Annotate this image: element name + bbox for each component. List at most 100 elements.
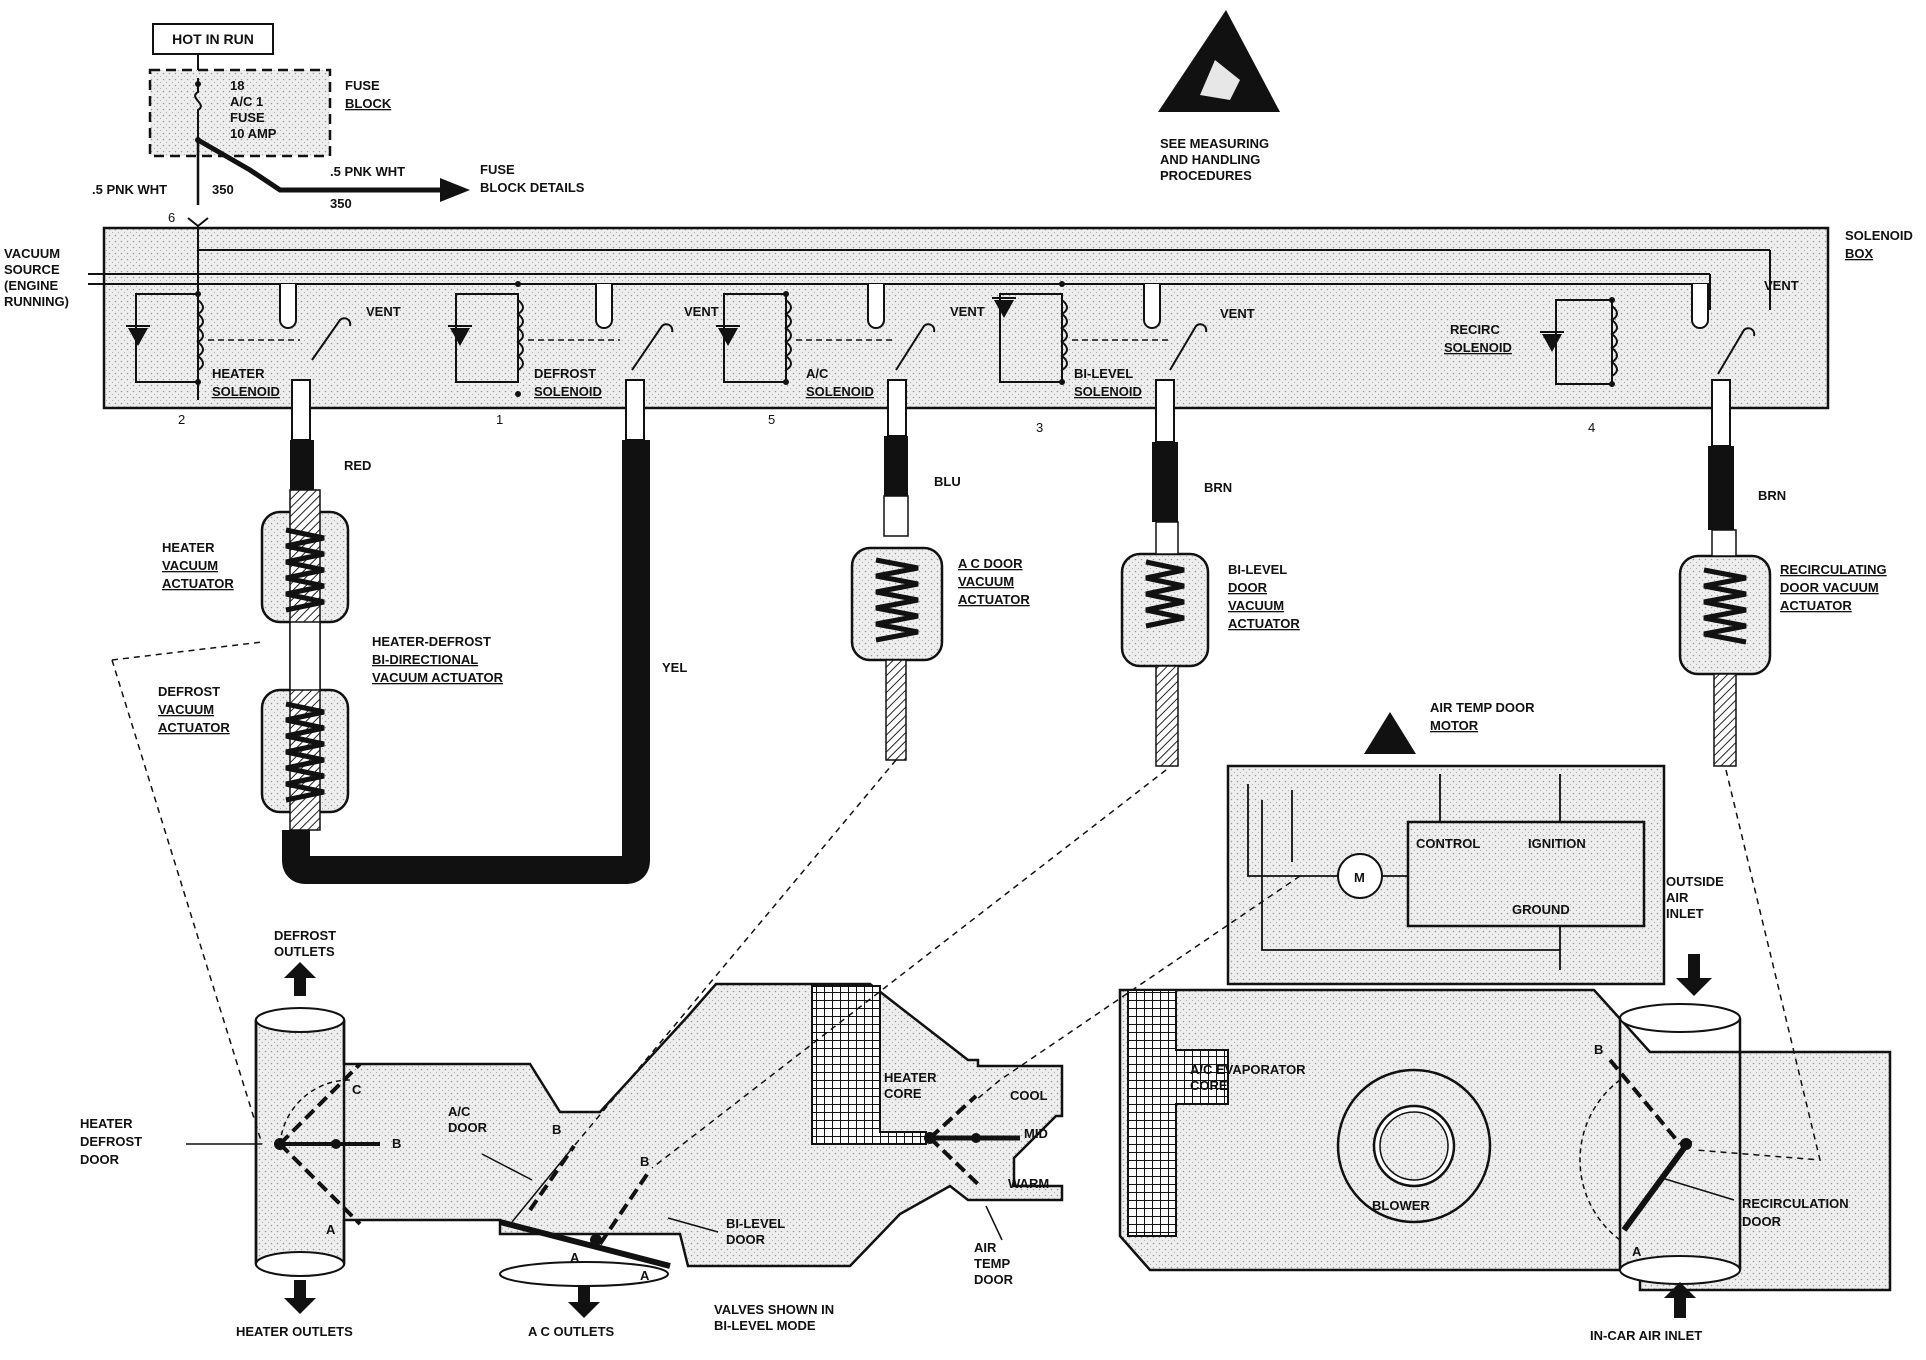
blower-label: BLOWER: [1372, 1198, 1430, 1213]
air-temp-door: COOL MID WARM: [924, 1088, 1049, 1191]
bilevel-solenoid-label-2: SOLENOID: [1074, 384, 1142, 399]
esd-warning-icon: [1158, 10, 1280, 112]
valves-label-1: VALVES SHOWN IN: [714, 1302, 834, 1317]
control-label: CONTROL: [1416, 836, 1480, 851]
pin-2: 2: [178, 412, 185, 427]
coil-icon: [196, 299, 204, 371]
defrost-solenoid: VENT DEFROST SOLENOID 1: [448, 281, 719, 427]
door-a-label-2: A: [570, 1250, 580, 1265]
hot-in-run-box: [152, 23, 274, 55]
recirc-door-label-1: RECIRCULATION: [1742, 1196, 1849, 1211]
arrow-down-icon: [1676, 954, 1712, 996]
yel-hose-label: YEL: [662, 660, 687, 675]
evaporator-label-2: CORE: [1190, 1078, 1228, 1093]
arrow-up-icon: [284, 962, 316, 996]
coil-icon: [784, 299, 792, 371]
vent-label-5: VENT: [1764, 278, 1799, 293]
heater-actuator-label-3: ACTUATOR: [162, 576, 234, 591]
recirc-actuator-label-2: DOOR VACUUM: [1780, 580, 1879, 595]
esd-line-1: SEE MEASURING: [1160, 136, 1269, 151]
valves-label-2: BI-LEVEL MODE: [714, 1318, 816, 1333]
wire-right-label: .5 PNK WHT: [330, 164, 405, 179]
incar-air-label: IN-CAR AIR INLET: [1590, 1328, 1702, 1343]
vacuum-source-2: SOURCE: [4, 262, 60, 277]
vacuum-source-1: VACUUM: [4, 246, 60, 261]
recirc-solenoid: VENT RECIRC SOLENOID 4: [1444, 278, 1799, 435]
blu-hose: [884, 436, 908, 496]
motor-title-2: MOTOR: [1430, 718, 1479, 733]
door-a-label-4: A: [1632, 1244, 1642, 1259]
esd-line-2: AND HANDLING: [1160, 152, 1260, 167]
door-b-label-4: B: [1594, 1042, 1603, 1057]
defrost-outlets-label-1: DEFROST: [274, 928, 336, 943]
solenoid-box: SOLENOID BOX VACUUM SOURCE (ENGINE RUNNI…: [4, 226, 1913, 435]
recirc-door-actuator: RECIRCULATING DOOR VACUUM ACTUATOR: [1678, 529, 1887, 767]
motor-title-1: AIR TEMP DOOR: [1430, 700, 1535, 715]
esd-line-3: PROCEDURES: [1160, 168, 1252, 183]
brn-hose-1-label: BRN: [1204, 480, 1232, 495]
heater-outlets-label: HEATER OUTLETS: [236, 1324, 353, 1339]
bilevel-solenoid-label-1: BI-LEVEL: [1074, 366, 1133, 381]
hd-door-label-2: DEFROST: [80, 1134, 142, 1149]
arrow-right-icon: [440, 178, 470, 202]
outside-air-label-2: AIR: [1666, 890, 1689, 905]
ac-door-actuator-label-2: VACUUM: [958, 574, 1014, 589]
pin-4: 4: [1588, 420, 1595, 435]
hd-door-label-3: DOOR: [80, 1152, 120, 1167]
fuse-section: HOT IN RUN 18 A/C 1 FUSE 10 AMP FUSE BLO…: [92, 23, 585, 228]
heater-defrost-door: C B A: [274, 1062, 401, 1237]
ac-door-actuator: A C DOOR VACUUM ACTUATOR: [850, 495, 1030, 761]
bilevel-door-label-1: BI-LEVEL: [726, 1216, 785, 1231]
yel-hose: [282, 440, 650, 884]
fuse-block-box: [148, 68, 332, 158]
defrost-actuator-label-3: ACTUATOR: [158, 720, 230, 735]
diode-icon: [128, 328, 148, 346]
solenoid-box-label-1: SOLENOID: [1845, 228, 1913, 243]
outside-air-label-3: INLET: [1666, 906, 1704, 921]
hot-in-run-label: HOT IN RUN: [172, 31, 254, 47]
motor-m-label: M: [1354, 870, 1365, 885]
spring-icon: [285, 527, 325, 613]
bidir-actuator-label-2: BI-DIRECTIONAL: [372, 652, 478, 667]
ac-door-actuator-label-1: A C DOOR: [958, 556, 1023, 571]
air-temp-door-label-2: TEMP: [974, 1256, 1010, 1271]
spring-icon: [1145, 559, 1185, 629]
spring-icon: [875, 557, 919, 643]
recirc-actuator-label-1: RECIRCULATING: [1780, 562, 1887, 577]
diode-icon: [450, 328, 470, 346]
bidir-actuator-label-1: HEATER-DEFROST: [372, 634, 491, 649]
door-a-label-1: A: [326, 1222, 336, 1237]
esd-warning-icon: [1364, 712, 1416, 754]
left-chamber: [254, 982, 1064, 1275]
bilevel-actuator-label-3: VACUUM: [1228, 598, 1284, 613]
red-hose-label: RED: [344, 458, 371, 473]
ac-bilevel-doors: B B A A: [499, 1122, 671, 1283]
heater-actuator-label-1: HEATER: [162, 540, 215, 555]
arrow-down-icon: [284, 1280, 316, 1314]
defrost-actuator-label-1: DEFROST: [158, 684, 220, 699]
door-b-label-2: B: [552, 1122, 561, 1137]
defrost-outlets-label-2: OUTLETS: [274, 944, 335, 959]
warm-label: WARM: [1008, 1176, 1049, 1191]
bidir-actuator-label-3: VACUUM ACTUATOR: [372, 670, 504, 685]
solenoid-box-label-2: BOX: [1845, 246, 1874, 261]
ac-solenoid-label-2: SOLENOID: [806, 384, 874, 399]
right-chamber: [1118, 988, 1892, 1292]
door-c-label: C: [352, 1082, 362, 1097]
recirc-actuator-label-3: ACTUATOR: [1780, 598, 1852, 613]
fuse-number: 18: [230, 78, 244, 93]
vent-label-3: VENT: [950, 304, 985, 319]
door-b-label-3: B: [640, 1154, 649, 1169]
fuse-block-label-1: FUSE: [345, 78, 380, 93]
control-box: [1406, 820, 1646, 928]
coil-icon: [516, 299, 524, 371]
defrost-solenoid-label-2: SOLENOID: [534, 384, 602, 399]
diode-icon: [994, 300, 1014, 318]
fuse-details-label-2: BLOCK DETAILS: [480, 180, 585, 195]
recirculation-door: B A: [1579, 1042, 1693, 1259]
diode-icon: [718, 328, 738, 346]
esd-warning: SEE MEASURING AND HANDLING PROCEDURES: [1158, 10, 1280, 183]
spring-icon: [285, 701, 325, 803]
vacuum-hoses: RED YEL BLU BRN BRN: [282, 379, 1786, 884]
vent-label-4: VENT: [1220, 306, 1255, 321]
